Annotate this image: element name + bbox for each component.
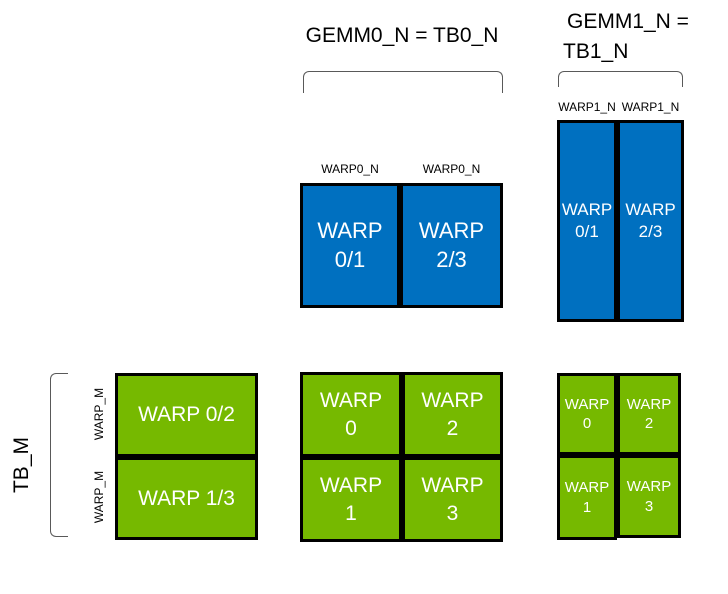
gemm0-warp-tile-1: WARP 1 (300, 457, 402, 542)
gemm1-n-title-line1: GEMM1_N = (567, 10, 689, 33)
gemm0-accumulator-warp-0-1: WARP 0/1 (300, 183, 400, 308)
warp1-n-label-left: WARP1_N (558, 100, 616, 114)
gemm1-accumulator-warp-2-3: WARP 2/3 (617, 120, 684, 322)
gemm0-warp-tile-3: WARP 3 (402, 457, 503, 542)
gemm0-n-title: GEMM0_N = TB0_N (305, 24, 499, 47)
gemm1-warp-tile-0: WARP 0 (557, 373, 617, 455)
warp0-n-label-left: WARP0_N (321, 162, 379, 176)
warp-tile-label: WARP (317, 217, 383, 243)
warp-tile-id: 0 (345, 416, 357, 440)
gemm0-warp-tile-2: WARP 2 (402, 372, 503, 457)
warp-tile-id: 2 (644, 415, 654, 432)
warp0-n-label-right: WARP0_N (422, 162, 481, 176)
gemm1-n-title: GEMM1_N = TB1_N (563, 7, 703, 67)
warp-tile-label: WARP (626, 478, 672, 495)
gemm1-n-extent-bracket (558, 71, 683, 87)
tb-m-operand-warp-1-3: WARP 1/3 (115, 457, 258, 540)
warp-tile-id: 3 (644, 497, 654, 515)
warp-tile-id: 1 (345, 501, 357, 525)
warp-tile-label: WARP (418, 217, 485, 243)
gemm1-warp-tile-3: WARP 3 (617, 455, 681, 538)
warp-tile-label: WARP 1/3 (138, 486, 235, 510)
gemm1-accumulator-warp-0-1: WARP 0/1 (557, 120, 617, 322)
warp-tile-id: 0 (582, 415, 592, 432)
gemm1-warp-tile-2: WARP 2 (617, 373, 681, 455)
warp-tile-label: WARP (564, 395, 610, 413)
gemm1-warp-tile-1: WARP 1 (557, 455, 617, 540)
warp-tile-id: 3 (446, 501, 459, 525)
gemm0-warp-tile-0: WARP 0 (300, 372, 402, 457)
warp1-n-label-right: WARP1_N (621, 100, 680, 114)
warp-tile-label: WARP (625, 199, 676, 219)
warp-tile-label: WARP (421, 474, 484, 498)
warp-m-label-bottom: WARP_M (92, 470, 106, 524)
warp-tile-ids: 2/3 (638, 222, 663, 241)
warp-tile-ids: 2/3 (436, 246, 467, 272)
gemm0-n-extent-bracket (303, 71, 503, 93)
warp-tile-label: WARP (421, 389, 484, 413)
warp-tile-ids: 0/1 (575, 222, 599, 241)
tb-m-label: TB_M (10, 437, 33, 494)
tb-m-extent-bracket (50, 373, 68, 537)
warp-tile-label: WARP (561, 199, 613, 219)
warp-tile-label: WARP (626, 395, 672, 413)
gemm1-n-title-line2: TB1_N (563, 40, 629, 63)
gemm0-accumulator-warp-2-3: WARP 2/3 (400, 183, 503, 308)
tb-m-operand-warp-0-2: WARP 0/2 (115, 373, 258, 457)
warp-tile-label: WARP (319, 474, 383, 498)
warp-m-label-top: WARP_M (92, 387, 106, 441)
warp-tile-label: WARP (564, 479, 610, 496)
warp-tile-label: WARP 0/2 (138, 403, 235, 427)
warp-tile-label: WARP (319, 389, 383, 413)
warp-tile-id: 1 (582, 498, 592, 516)
warp-tile-id: 2 (446, 416, 459, 440)
warp-tile-ids: 0/1 (334, 246, 366, 272)
